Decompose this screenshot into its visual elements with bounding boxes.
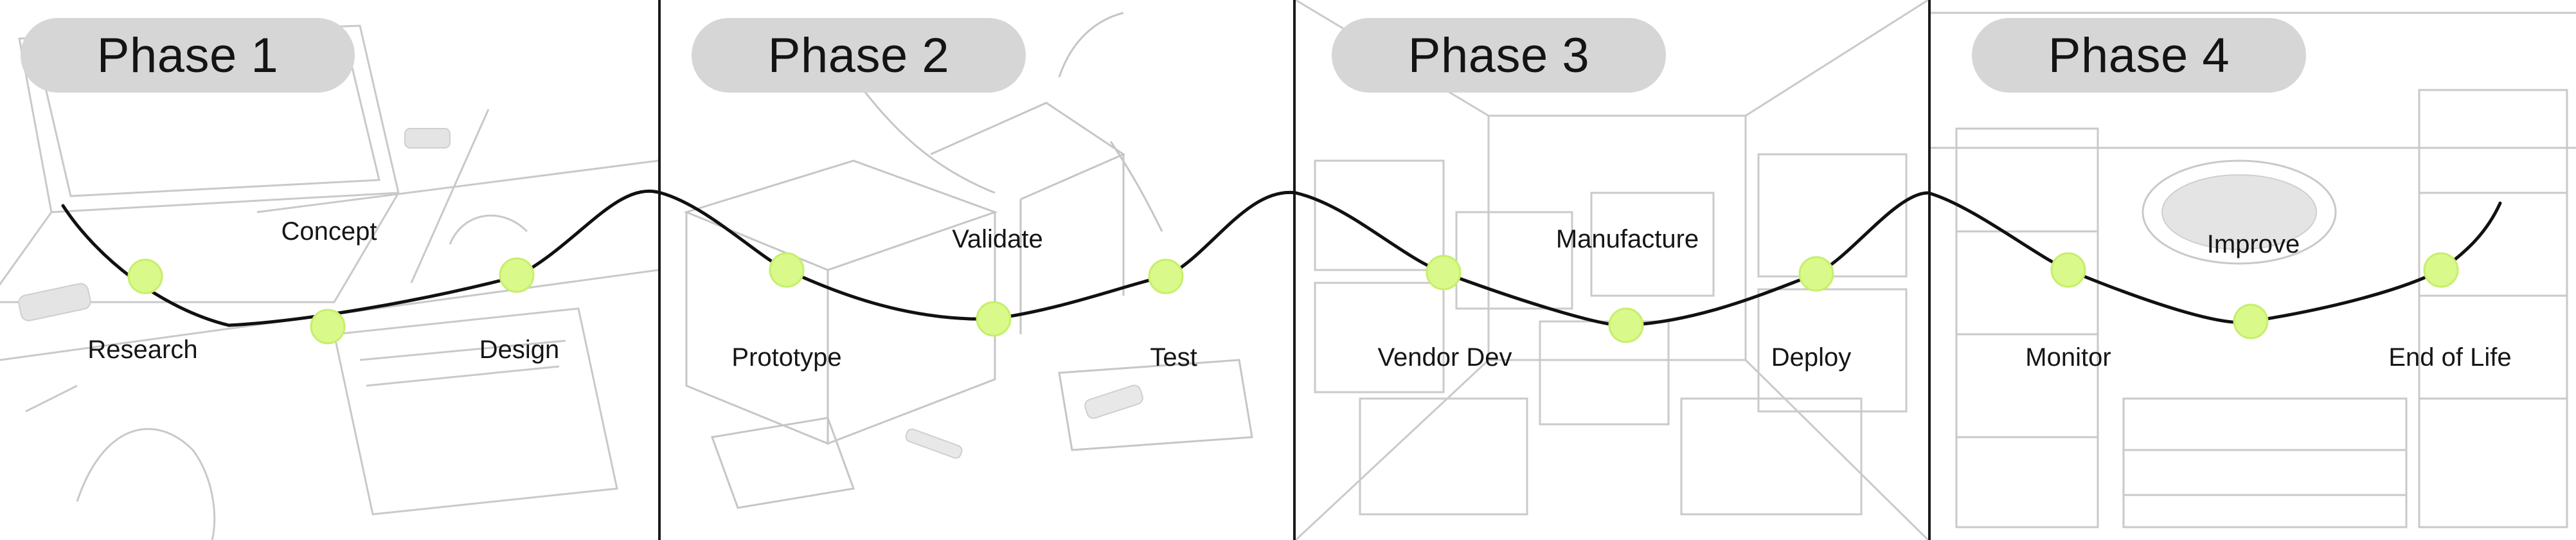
step-label-concept: Concept: [281, 217, 377, 246]
milestone-node-test: [1148, 258, 1184, 294]
milestone-node-deploy: [1798, 256, 1834, 292]
phase-3-badge: Phase 3: [1332, 18, 1666, 93]
milestone-node-concept: [310, 309, 346, 345]
milestone-node-prototype: [769, 252, 805, 288]
step-label-prototype: Prototype: [731, 343, 842, 372]
step-label-improve: Improve: [2206, 230, 2300, 258]
timeline-curve: [61, 190, 2502, 327]
step-label-research: Research: [87, 336, 198, 364]
milestone-node-end-of-life: [2423, 252, 2459, 288]
step-label-validate: Validate: [952, 225, 1043, 253]
milestone-nodes: [127, 252, 2459, 345]
step-label-end-of-life: End of Life: [2388, 343, 2512, 372]
milestone-node-improve: [2233, 303, 2269, 339]
retail-shelf-sketch-image: [1931, 12, 2576, 528]
warehouse-sketch-image: [1296, 0, 1928, 540]
step-label-deploy: Deploy: [1771, 343, 1852, 372]
step-label-vendor-dev: Vendor Dev: [1377, 343, 1512, 372]
step-label-monitor: Monitor: [2025, 343, 2111, 372]
milestone-node-monitor: [2050, 252, 2086, 288]
step-label-manufacture: Manufacture: [1555, 225, 1699, 253]
phase-3-label: Phase 3: [1408, 28, 1590, 83]
phase-4-badge: Phase 4: [1972, 18, 2306, 93]
phase-1-label: Phase 1: [96, 28, 279, 83]
milestone-node-vendor-dev: [1426, 255, 1462, 291]
step-label-test: Test: [1150, 343, 1197, 372]
phase-3-panel: [1296, 0, 1928, 540]
phase-4-panel: [1931, 0, 2576, 540]
step-label-design: Design: [479, 336, 560, 364]
phase-2-panel: [661, 0, 1293, 540]
phase-1-badge: Phase 1: [21, 18, 355, 93]
phase-4-label: Phase 4: [2048, 28, 2230, 83]
phase-divider: [1928, 0, 1931, 540]
milestone-node-research: [127, 258, 163, 294]
phase-2-badge: Phase 2: [692, 18, 1026, 93]
milestone-node-design: [499, 257, 535, 293]
phase-divider: [658, 0, 661, 540]
phase-divider: [1293, 0, 1296, 540]
milestone-node-manufacture: [1608, 307, 1644, 343]
milestone-node-validate: [976, 301, 1012, 337]
packaging-sketch-image: [683, 12, 1253, 509]
phase-2-label: Phase 2: [767, 28, 950, 83]
